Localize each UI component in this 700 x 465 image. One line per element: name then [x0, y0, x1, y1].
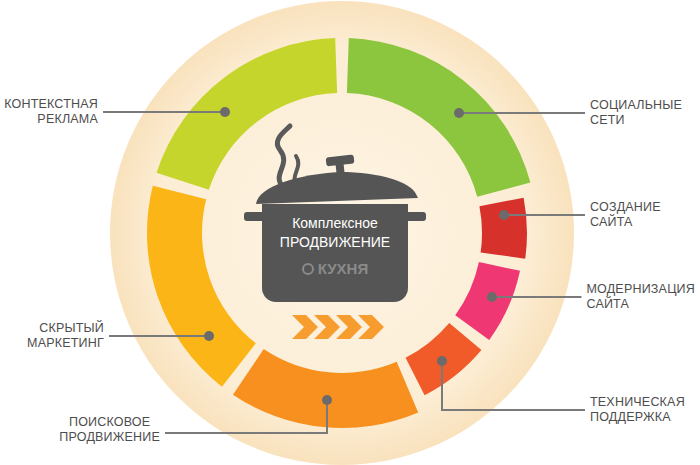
ring-segment [455, 262, 520, 340]
pot-body: Комплексное ПРОДВИЖЕНИЕ КУХНЯ [262, 204, 408, 302]
segment-label: ТЕХНИЧЕСКАЯ ПОДДЕРЖКА [590, 395, 685, 425]
leader-line [442, 361, 585, 410]
leader-dot [437, 356, 447, 366]
leader-line [103, 111, 225, 113]
leader-dot [487, 292, 497, 302]
lid-knob [335, 163, 344, 176]
leader-dot [322, 395, 332, 405]
segment-label: СОЗДАНИЕ САЙТА [590, 200, 661, 230]
segment-label: МОДЕРНИЗАЦИЯ САЙТА [586, 282, 695, 312]
ring-segment [233, 349, 418, 428]
leader-dot [499, 210, 509, 220]
ring-segments [147, 38, 530, 428]
leader-dot [220, 107, 230, 117]
ring-segment [157, 38, 338, 190]
ring-segment [479, 198, 527, 259]
leader-dot [454, 108, 464, 118]
steam [277, 126, 290, 188]
segment-label: ПОИСКОВОЕ ПРОДВИЖЕНИЕ [59, 415, 160, 445]
leader-line [109, 335, 209, 337]
logo-text: КУХНЯ [302, 260, 368, 277]
ring-segment [147, 186, 256, 387]
background-disc [110, 1, 574, 465]
pot-title: Комплексное ПРОДВИЖЕНИЕ [280, 214, 390, 252]
leader-dot [204, 331, 214, 341]
leader-line [504, 214, 585, 216]
segment-label: СОЦИАЛЬНЫЕ СЕТИ [590, 98, 682, 128]
leader-line [459, 112, 585, 114]
segment-label: КОНТЕКСТНАЯ РЕКЛАМА [4, 97, 98, 127]
leader-line [165, 400, 327, 433]
segment-label: СКРЫТЫЙ МАРКЕТИНГ [27, 321, 104, 351]
leader-line [492, 296, 581, 298]
ring-segment [347, 38, 530, 197]
ring-segment [406, 323, 482, 395]
pot-lid [256, 172, 418, 204]
logo-icon [302, 263, 314, 275]
chevrons [292, 315, 384, 339]
